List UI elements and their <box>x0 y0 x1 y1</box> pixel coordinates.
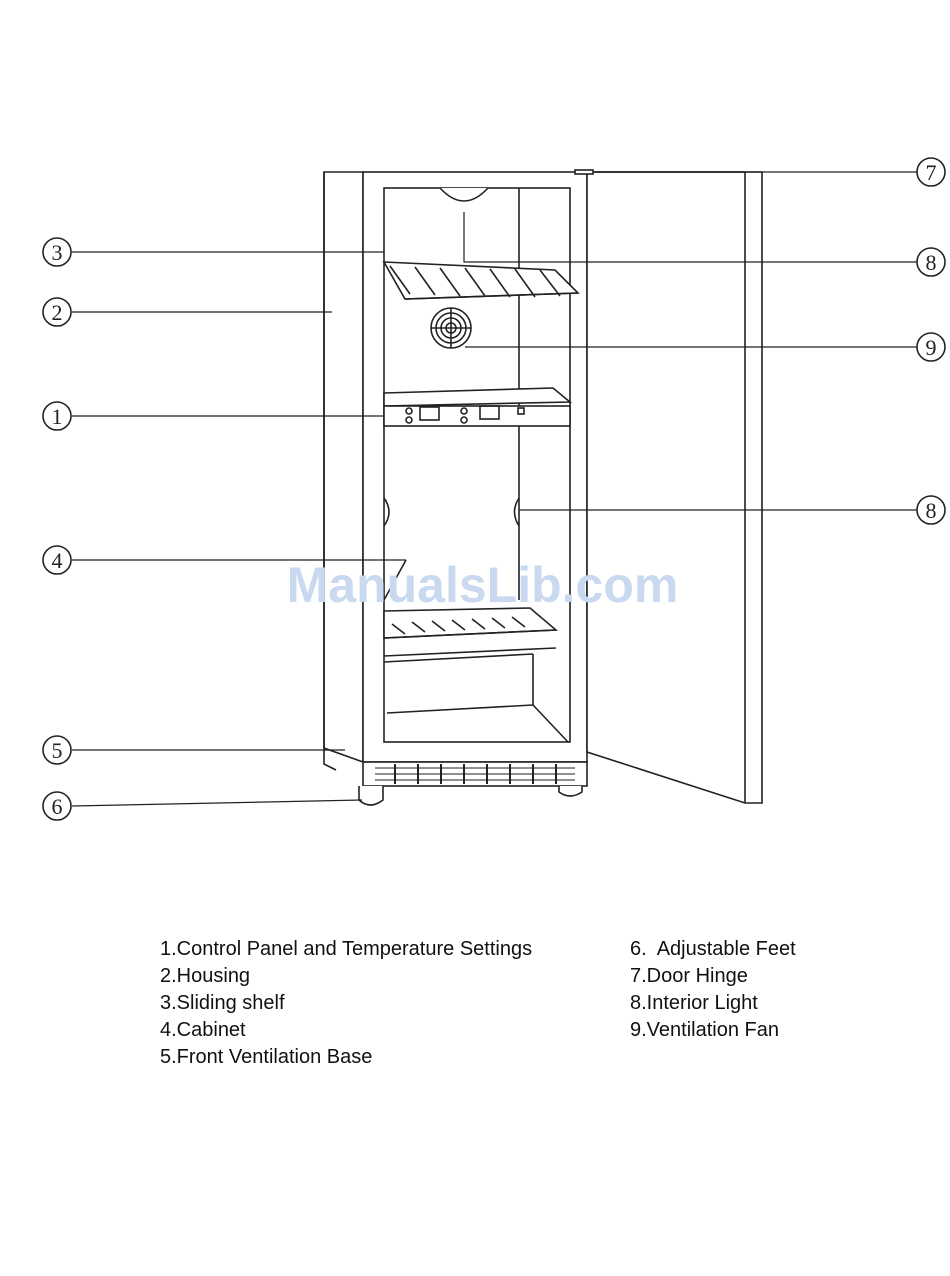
callout-number: 5 <box>52 738 63 763</box>
door-hinge <box>575 170 593 174</box>
legend-item: 2.Housing <box>160 963 532 990</box>
callout-8-top: 8 <box>917 248 945 276</box>
callout-number: 4 <box>52 548 63 573</box>
callout-number: 7 <box>926 160 937 185</box>
callout-1: 1 <box>43 402 71 430</box>
legend-item: 3.Sliding shelf <box>160 990 532 1017</box>
callout-number: 6 <box>52 794 63 819</box>
callout-3: 3 <box>43 238 71 266</box>
callout-9: 9 <box>917 333 945 361</box>
callout-2: 2 <box>43 298 71 326</box>
legend-item: 1.Control Panel and Temperature Settings <box>160 936 532 963</box>
legend-item: 5.Front Ventilation Base <box>160 1044 532 1071</box>
callout-number: 8 <box>926 250 937 275</box>
legend-item: 6. Adjustable Feet <box>630 936 796 963</box>
callout-6: 6 <box>43 792 71 820</box>
open-door <box>587 172 762 803</box>
legend-item: 8.Interior Light <box>630 990 796 1017</box>
callout-number: 1 <box>52 404 63 429</box>
legend-left-column: 1.Control Panel and Temperature Settings… <box>160 936 532 1071</box>
cabinet-frame <box>363 172 587 762</box>
callout-4: 4 <box>43 546 71 574</box>
callout-number: 8 <box>926 498 937 523</box>
legend-item: 9.Ventilation Fan <box>630 1017 796 1044</box>
callout-number: 3 <box>52 240 63 265</box>
legend-item: 4.Cabinet <box>160 1017 532 1044</box>
callout-number: 2 <box>52 300 63 325</box>
callout-5: 5 <box>43 736 71 764</box>
legend-right-column: 6. Adjustable Feet 7.Door Hinge 8.Interi… <box>630 936 796 1044</box>
adjustable-feet <box>359 786 582 805</box>
callout-8-side: 8 <box>917 496 945 524</box>
control-panel <box>384 388 570 426</box>
ventilation-fan <box>431 308 471 348</box>
legend-item: 7.Door Hinge <box>630 963 796 990</box>
callout-7: 7 <box>917 158 945 186</box>
ventilation-base <box>363 762 587 786</box>
housing <box>324 172 363 770</box>
callout-number: 9 <box>926 335 937 360</box>
